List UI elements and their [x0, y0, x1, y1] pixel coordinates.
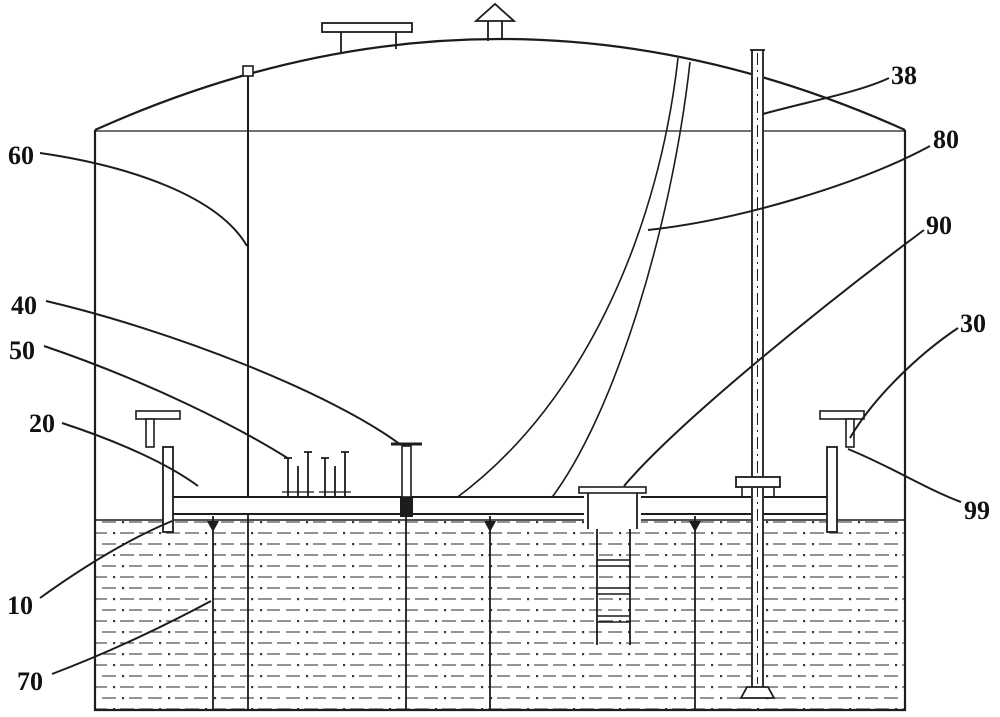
callout-38: 38 [891, 61, 917, 90]
callout-99: 99 [964, 496, 990, 525]
liquid-fill [96, 521, 904, 709]
deck-right-rim [826, 446, 838, 533]
callout-70: 70 [17, 667, 43, 696]
leader-40 [45, 300, 402, 446]
callout-80: 80 [933, 125, 959, 154]
callout-20: 20 [29, 409, 55, 438]
leader-50 [43, 345, 290, 460]
deck-support-legs [207, 514, 701, 709]
callout-labels: 60 38 80 90 30 99 40 50 20 10 70 [7, 61, 990, 696]
roof-manhole [321, 22, 413, 53]
callout-50: 50 [9, 336, 35, 365]
leader-38 [762, 77, 890, 115]
deck-left-rim [162, 446, 174, 533]
left-seal-bracket [135, 410, 181, 448]
guide-pole [242, 65, 254, 497]
leg-sleeves [282, 451, 351, 497]
callout-30: 30 [960, 309, 986, 338]
roof-vent-cap [473, 2, 517, 41]
leader-70 [51, 600, 212, 675]
leader-20 [61, 422, 199, 487]
leader-60 [39, 152, 248, 247]
leader-99 [847, 448, 962, 503]
leg-pointer-center [484, 521, 496, 532]
leader-lines [39, 77, 962, 675]
bleeder-vent [391, 442, 422, 517]
floating-deck [173, 496, 827, 515]
deck-manhole [578, 486, 647, 529]
flexible-cable [454, 57, 691, 501]
leader-10 [39, 520, 173, 599]
callout-90: 90 [926, 211, 952, 240]
callout-10: 10 [7, 591, 33, 620]
leader-30 [849, 327, 959, 439]
leg-pointer-right [689, 521, 701, 532]
leader-90 [623, 229, 925, 487]
leg-pointer-left [207, 521, 219, 532]
pipe-deck-flange [735, 476, 781, 497]
tank-shell [93, 130, 907, 712]
right-seal-bracket [819, 410, 865, 448]
dome-roof [94, 37, 906, 132]
ladder [596, 529, 631, 645]
callout-40: 40 [11, 291, 37, 320]
guide-pole-anchor [242, 65, 254, 77]
callout-60: 60 [8, 141, 34, 170]
leader-80 [647, 145, 931, 231]
gauge-pipe-foot [739, 686, 776, 699]
